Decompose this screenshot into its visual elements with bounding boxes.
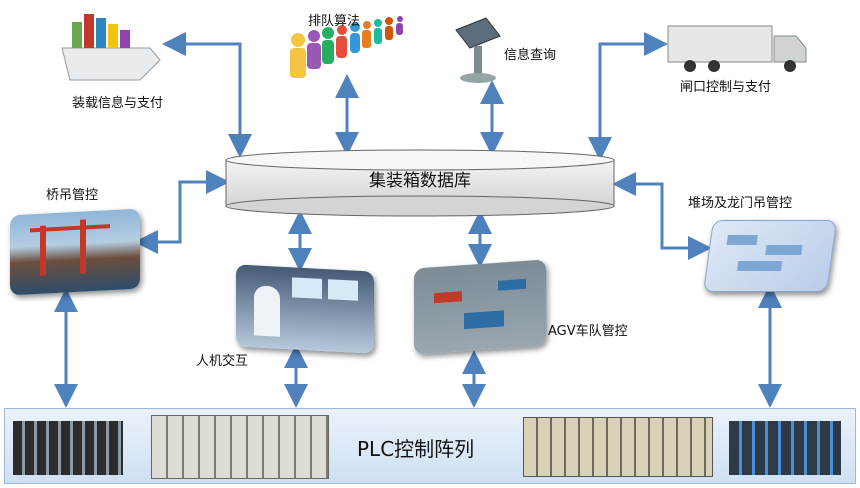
node-info-label: 信息查询 — [504, 48, 557, 63]
agv-fleet-photo — [414, 259, 546, 355]
arrow-yard-db — [612, 172, 712, 260]
database-label: 集装箱数据库 — [369, 171, 471, 191]
plc-module-icon — [13, 421, 123, 475]
plc-array-label: PLC控制阵列 — [357, 437, 475, 461]
node-loading-label: 装载信息与支付 — [72, 96, 164, 111]
plc-array-bar: PLC控制阵列 — [4, 408, 856, 484]
arrow-crane-db — [134, 170, 230, 254]
database-cylinder — [225, 149, 615, 217]
node-gate-label: 闸口控制与支付 — [680, 80, 772, 95]
node-yard-label: 堆场及龙门吊管控 — [688, 196, 793, 211]
yard-3d-map — [702, 220, 838, 292]
plc-module-icon — [151, 415, 329, 479]
arrow-loading-db — [162, 32, 252, 158]
plc-module-icon — [729, 421, 841, 475]
port-crane-photo — [10, 208, 140, 296]
node-agv-label: AGV车队管控 — [548, 324, 628, 339]
arrow-gate-db — [588, 32, 668, 161]
node-crane-label: 桥吊管控 — [46, 188, 99, 203]
node-hmi-label: 人机交互 — [196, 354, 249, 369]
node-queue-label: 排队算法 — [308, 14, 361, 29]
operator-photo — [236, 264, 374, 354]
plc-module-icon — [523, 417, 713, 477]
